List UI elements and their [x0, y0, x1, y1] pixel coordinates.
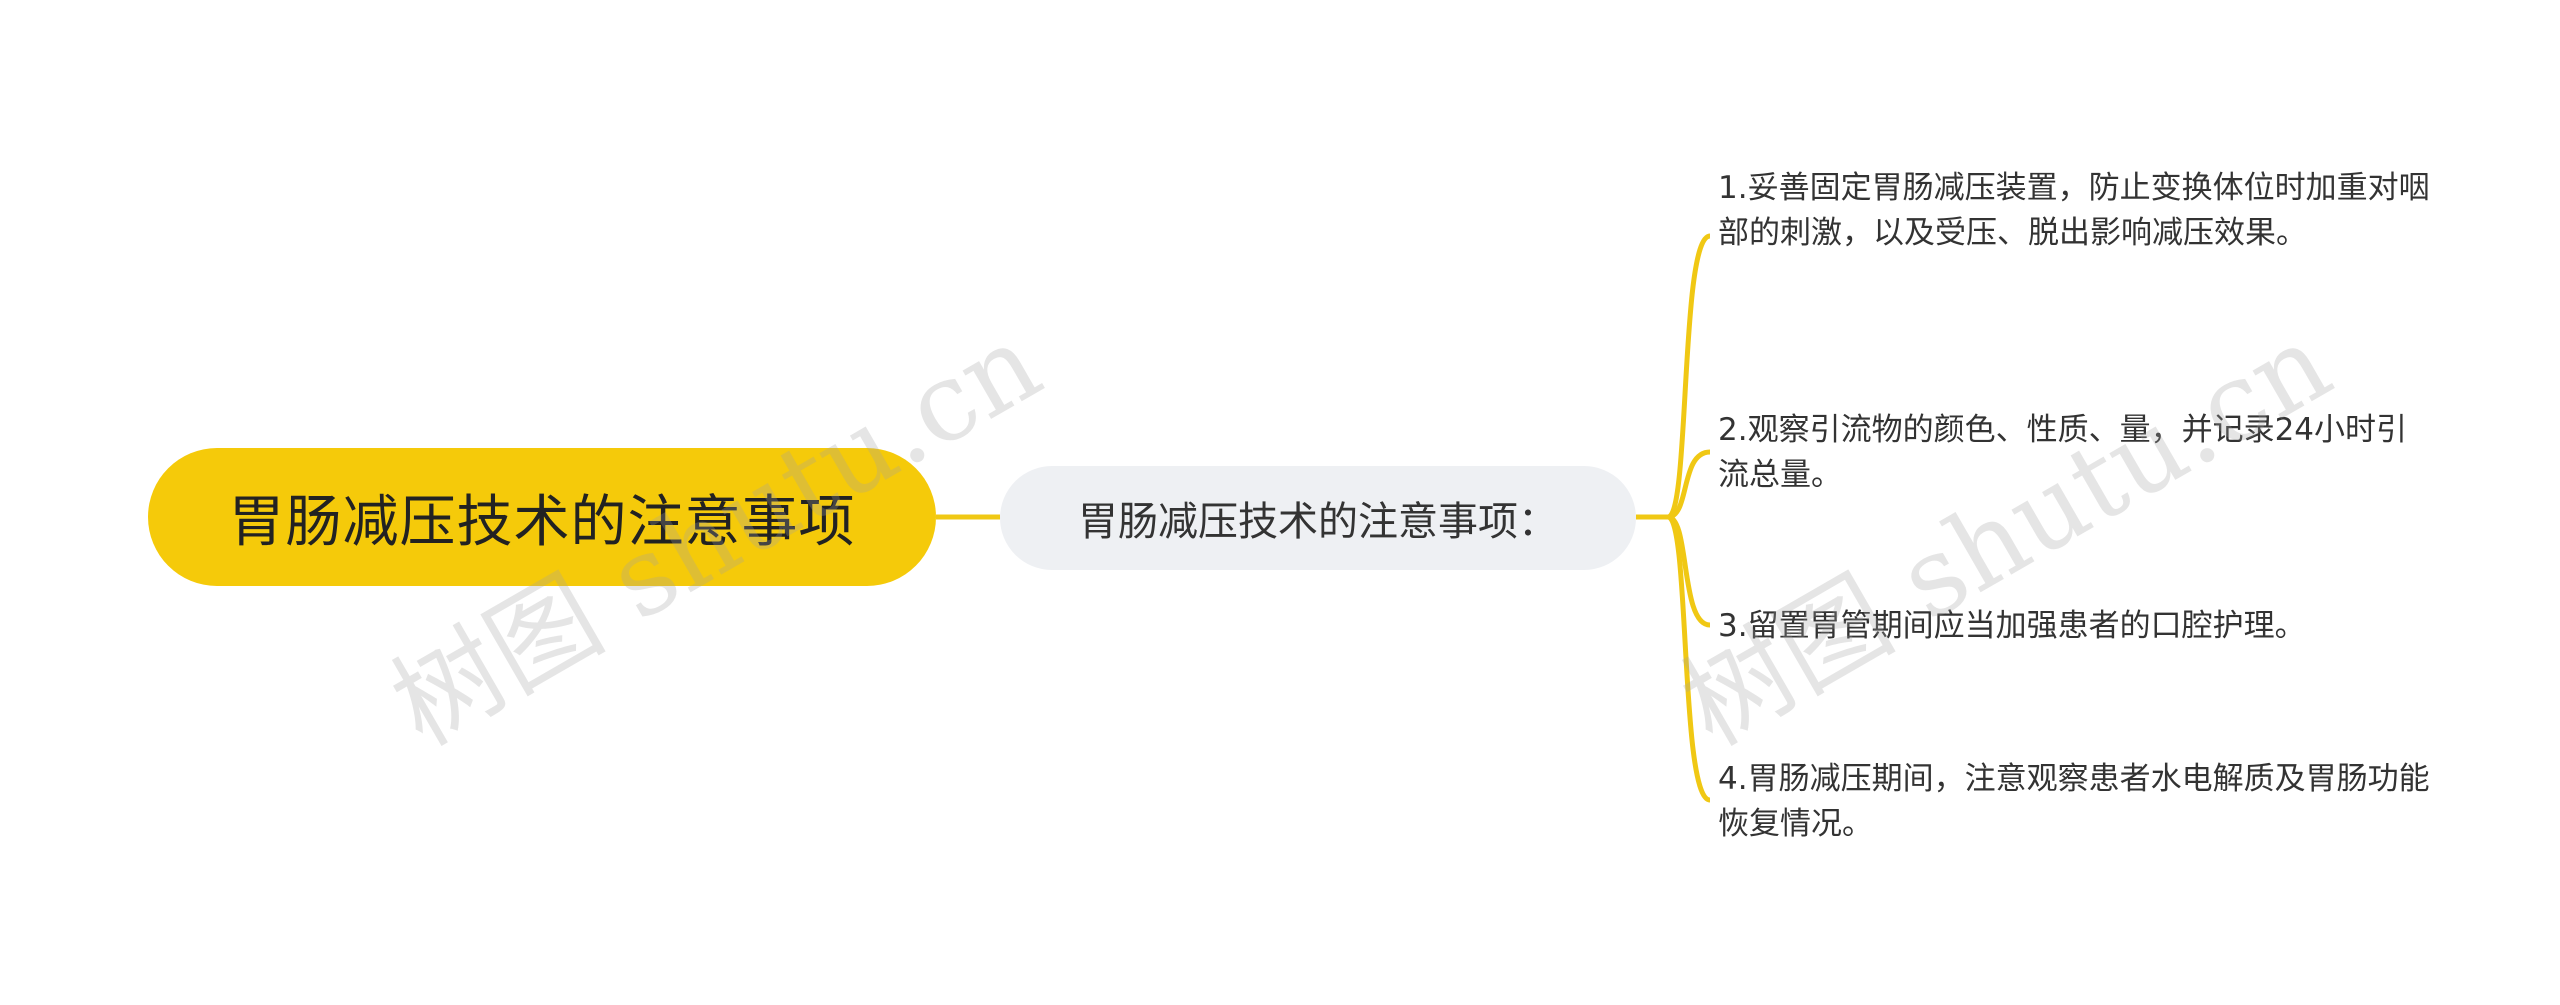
branch-to-leaf-1: [1666, 233, 1712, 520]
leaf-node-4[interactable]: 4.胃肠减压期间，注意观察患者水电解质及胃肠功能恢复情况。: [1718, 761, 2430, 842]
branch-to-leaf-2: [1667, 449, 1711, 520]
root-topic-label: 胃肠减压技术的注意事项: [228, 489, 856, 555]
leaf-node-3[interactable]: 3.留置胃管期间应当加强患者的口腔护理。: [1718, 608, 2306, 644]
subtopic-node[interactable]: 胃肠减压技术的注意事项：: [1000, 466, 1636, 570]
leaf-node-1[interactable]: 1.妥善固定胃肠减压装置，防止变换体位时加重对咽部的刺激，以及受压、脱出影响减压…: [1718, 170, 2430, 251]
leaf-node-2[interactable]: 2.观察引流物的颜色、性质、量，并记录24小时引流总量。: [1718, 412, 2408, 493]
subtopic-label: 胃肠减压技术的注意事项：: [1078, 499, 1558, 545]
branch-to-leaf-4: [1666, 514, 1712, 803]
root-topic-node[interactable]: 胃肠减压技术的注意事项: [148, 448, 936, 586]
